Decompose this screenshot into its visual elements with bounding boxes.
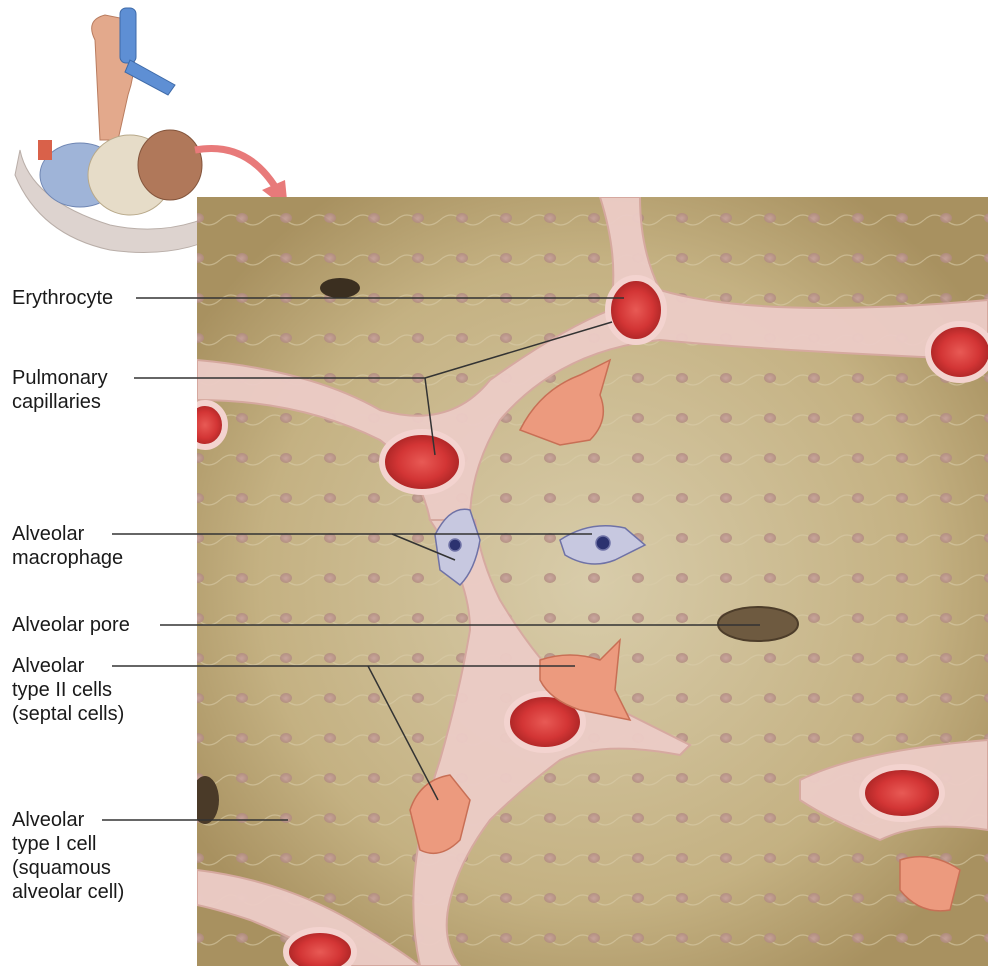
alveolar-pore xyxy=(718,607,798,641)
label-alveolar-macrophage: Alveolar macrophage xyxy=(12,522,123,570)
label-type-ii-cells: Alveolar type II cells (septal cells) xyxy=(12,654,124,726)
alveolar-tissue-panel xyxy=(185,197,988,966)
erythrocyte-cell xyxy=(382,432,462,492)
label-pulmonary-capillaries: Pulmonary capillaries xyxy=(12,366,108,414)
side-pore xyxy=(191,776,219,824)
erythrocyte-cell xyxy=(862,767,942,819)
label-erythrocyte: Erythrocyte xyxy=(12,286,113,310)
erythrocyte-cell xyxy=(185,403,225,447)
label-alveolar-pore: Alveolar pore xyxy=(12,613,130,637)
erythrocyte-cell xyxy=(928,324,988,380)
small-pore xyxy=(320,278,360,298)
erythrocyte-cell xyxy=(286,930,354,966)
label-type-i-cell: Alveolar type I cell (squamous alveolar … xyxy=(12,808,124,904)
erythrocyte-cell xyxy=(608,278,664,342)
